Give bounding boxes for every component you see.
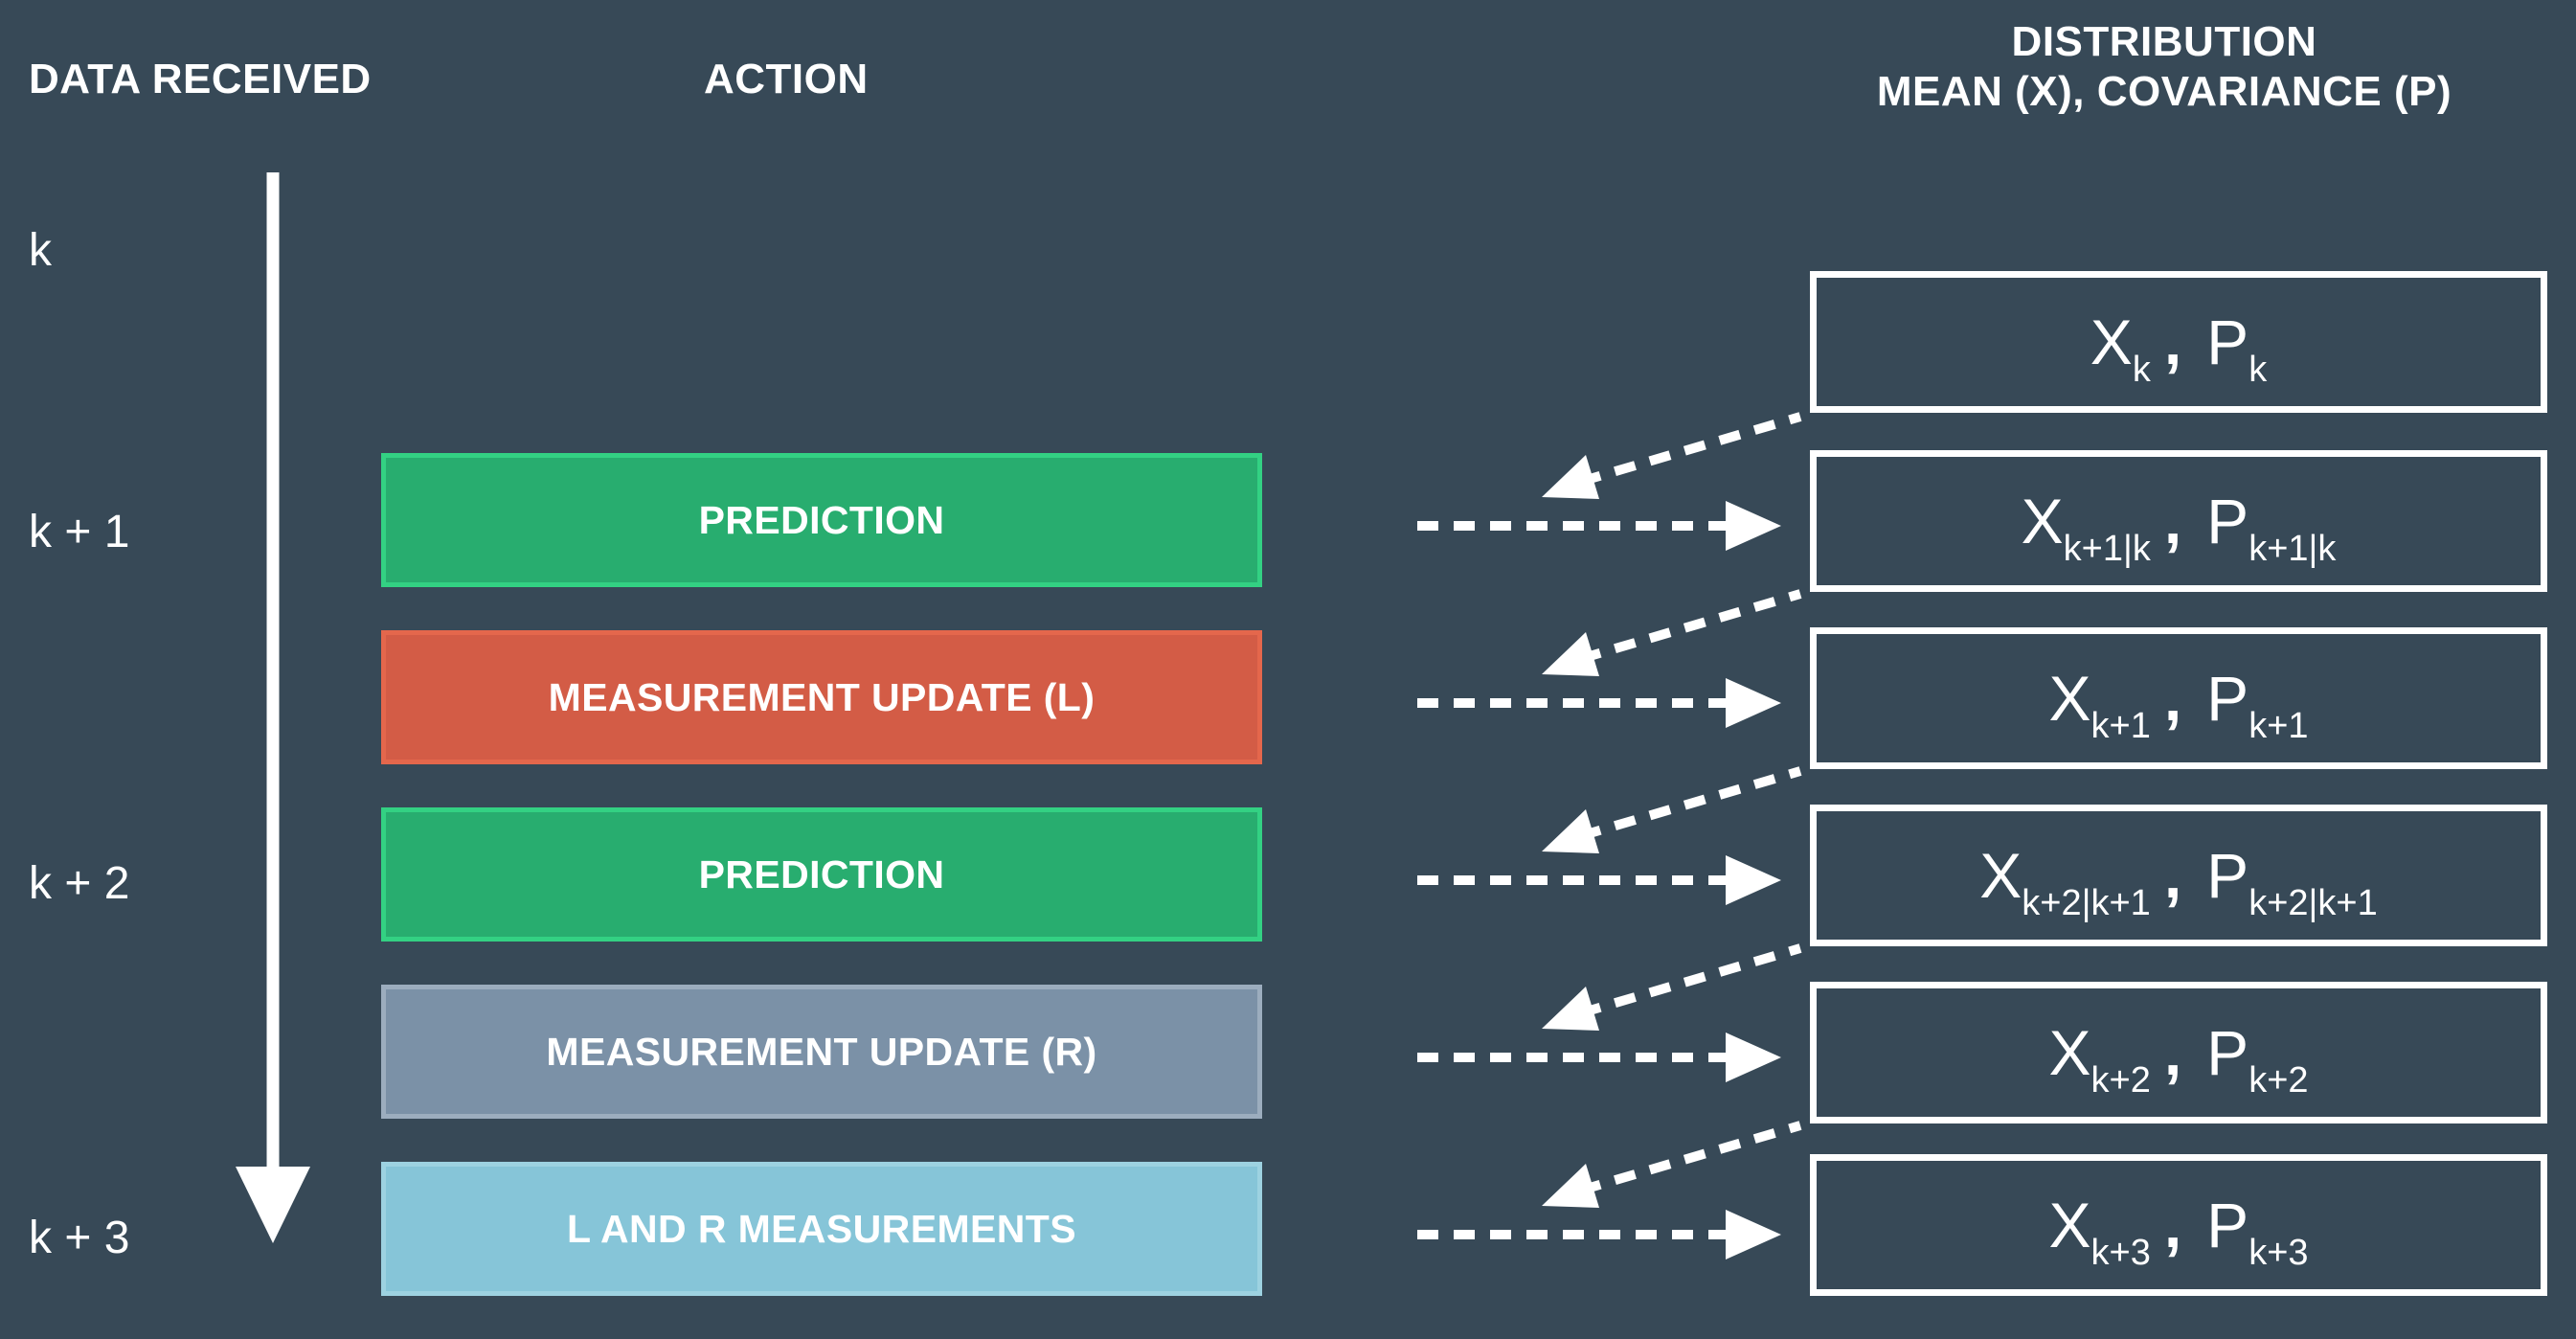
distribution-box-k: Xk , Pk	[1810, 271, 2547, 413]
formula-comma: ,	[2163, 1017, 2182, 1088]
distribution-box-k-plus-3: Xk+3 , Pk+3	[1810, 1154, 2547, 1296]
covariance-subscript: k+3	[2248, 1233, 2309, 1273]
mean-symbol: X	[2090, 306, 2133, 377]
distribution-formula: Xk , Pk	[2090, 306, 2267, 390]
column-header-action: ACTION	[704, 56, 869, 102]
dashed-arrow-left-up-icon	[1542, 1121, 1802, 1208]
dashed-arrow-right-icon	[1417, 1033, 1781, 1082]
covariance-symbol: P	[2206, 1190, 2249, 1260]
mean-symbol: X	[2048, 663, 2091, 734]
dashed-arrow-left-up-icon	[1542, 766, 1802, 853]
arrow-group-row-5	[1417, 1121, 1802, 1260]
formula-comma: ,	[2163, 840, 2182, 911]
distribution-formula: Xk+2|k+1 , Pk+2|k+1	[1979, 839, 2378, 923]
covariance-subscript: k+1	[2248, 706, 2309, 746]
mean-subscript: k+2	[2090, 1060, 2151, 1101]
mean-term: Xk+1|k	[2021, 485, 2151, 569]
mean-subscript: k+1|k	[2063, 529, 2151, 569]
action-box-l-and-r-measurements[interactable]: L AND R MEASUREMENTS	[381, 1162, 1262, 1296]
mean-subscript: k+3	[2090, 1233, 2151, 1273]
column-header-distribution: DISTRIBUTION MEAN (X), COVARIANCE (P)	[1776, 17, 2552, 117]
action-box-label: L AND R MEASUREMENTS	[567, 1206, 1076, 1251]
dashed-arrow-right-icon	[1417, 1210, 1781, 1260]
distribution-box-k-plus-1: Xk+1 , Pk+1	[1810, 627, 2547, 769]
arrow-group-row-2	[1417, 589, 1802, 728]
action-box-measurement-update-l[interactable]: MEASUREMENT UPDATE (L)	[381, 630, 1262, 764]
dashed-arrow-left-up-icon	[1542, 412, 1802, 499]
mean-symbol: X	[2048, 1017, 2091, 1088]
covariance-subscript: k+2|k+1	[2248, 883, 2378, 923]
distribution-box-k-plus-1-given-k: Xk+1|k , Pk+1|k	[1810, 450, 2547, 592]
time-step-label-k-plus-1: k + 1	[29, 507, 130, 557]
covariance-symbol: P	[2206, 486, 2249, 556]
distribution-box-k-plus-2-given-k-plus-1: Xk+2|k+1 , Pk+2|k+1	[1810, 805, 2547, 946]
dashed-arrow-right-icon	[1417, 678, 1781, 728]
distribution-formula: Xk+1|k , Pk+1|k	[2021, 485, 2337, 569]
mean-term: Xk+3	[2048, 1189, 2150, 1273]
action-box-label: MEASUREMENT UPDATE (L)	[548, 674, 1096, 719]
action-box-label: PREDICTION	[698, 851, 945, 896]
covariance-subscript: k+2	[2248, 1060, 2309, 1101]
dashed-arrow-right-icon	[1417, 855, 1781, 905]
distribution-formula: Xk+1 , Pk+1	[2048, 662, 2308, 746]
arrow-group-row-4	[1417, 943, 1802, 1082]
covariance-term: Pk+3	[2206, 1189, 2308, 1273]
action-box-prediction-2[interactable]: PREDICTION	[381, 807, 1262, 942]
time-step-label-k: k	[29, 225, 52, 276]
dashed-arrow-right-icon	[1417, 501, 1781, 551]
column-header-distribution-line2: MEAN (X), COVARIANCE (P)	[1876, 67, 2452, 115]
timeline-down-arrow-icon	[236, 172, 310, 1243]
arrow-group-row-1	[1417, 412, 1802, 551]
distribution-formula: Xk+2 , Pk+2	[2048, 1016, 2308, 1101]
covariance-symbol: P	[2206, 1017, 2249, 1088]
action-box-measurement-update-r[interactable]: MEASUREMENT UPDATE (R)	[381, 985, 1262, 1119]
formula-comma: ,	[2163, 306, 2182, 377]
covariance-subscript: k+1|k	[2248, 529, 2337, 569]
covariance-symbol: P	[2206, 663, 2249, 734]
distribution-formula: Xk+3 , Pk+3	[2048, 1189, 2308, 1273]
time-step-label-k-plus-2: k + 2	[29, 858, 130, 909]
action-box-label: PREDICTION	[698, 497, 945, 542]
action-box-prediction-1[interactable]: PREDICTION	[381, 453, 1262, 587]
mean-subscript: k+1	[2090, 706, 2151, 746]
column-header-distribution-line1: DISTRIBUTION	[2011, 18, 2317, 65]
action-box-label: MEASUREMENT UPDATE (R)	[546, 1029, 1097, 1074]
formula-comma: ,	[2163, 486, 2182, 556]
formula-comma: ,	[2163, 663, 2182, 734]
covariance-term: Pk+2	[2206, 1016, 2308, 1101]
mean-term: Xk+2	[2048, 1016, 2150, 1101]
mean-symbol: X	[2048, 1190, 2091, 1260]
mean-symbol: X	[1979, 840, 2022, 911]
distribution-box-k-plus-2: Xk+2 , Pk+2	[1810, 982, 2547, 1123]
covariance-symbol: P	[2206, 306, 2249, 377]
dashed-arrow-left-up-icon	[1542, 943, 1802, 1031]
covariance-term: Pk	[2206, 306, 2267, 390]
covariance-subscript: k	[2248, 350, 2268, 390]
dashed-arrow-left-up-icon	[1542, 589, 1802, 676]
time-step-label-k-plus-3: k + 3	[29, 1213, 130, 1263]
mean-term: Xk+2|k+1	[1979, 839, 2151, 923]
column-header-data-received: DATA RECEIVED	[29, 56, 372, 102]
mean-subscript: k	[2132, 350, 2151, 390]
formula-comma: ,	[2163, 1190, 2182, 1260]
covariance-symbol: P	[2206, 840, 2249, 911]
mean-subscript: k+2|k+1	[2022, 883, 2151, 923]
covariance-term: Pk+1|k	[2206, 485, 2336, 569]
arrow-group-row-3	[1417, 766, 1802, 905]
mean-symbol: X	[2021, 486, 2064, 556]
mean-term: Xk	[2090, 306, 2151, 390]
covariance-term: Pk+2|k+1	[2206, 839, 2378, 923]
mean-term: Xk+1	[2048, 662, 2150, 746]
covariance-term: Pk+1	[2206, 662, 2308, 746]
